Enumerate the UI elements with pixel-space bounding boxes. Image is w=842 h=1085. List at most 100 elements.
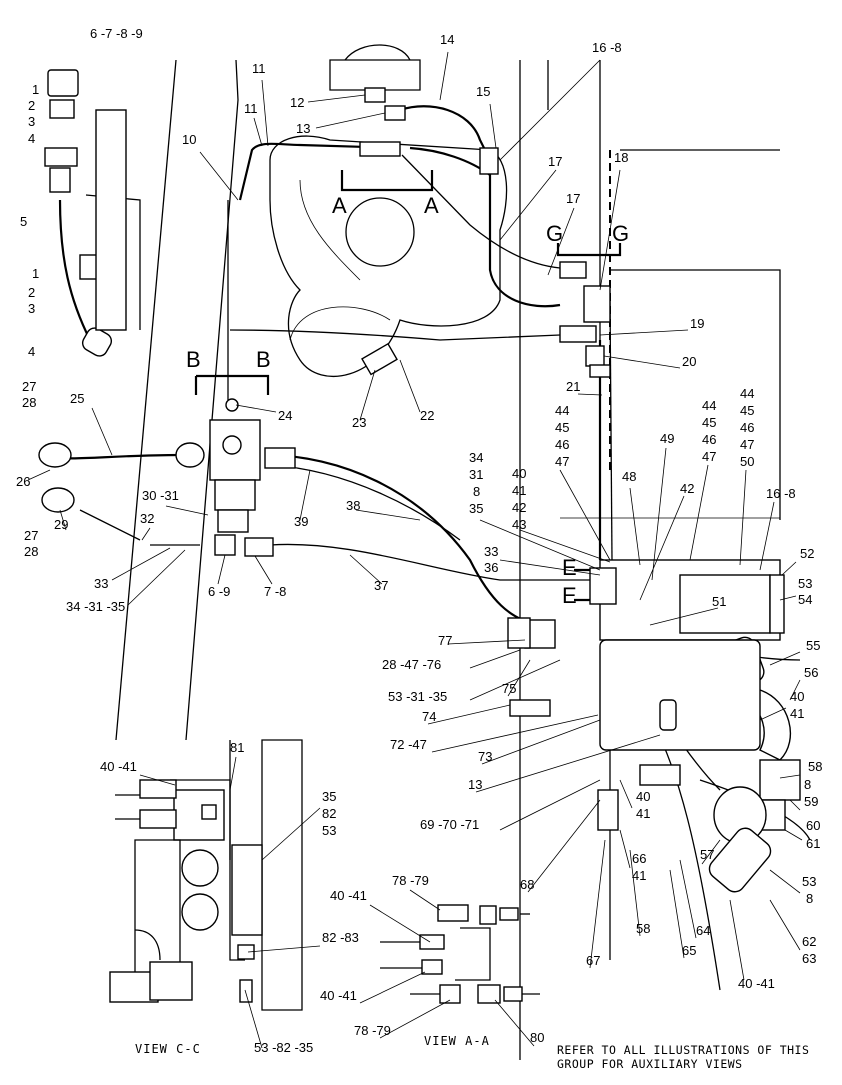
callout-c72: 53	[798, 576, 812, 591]
callout-c80: 28 -47 -76	[382, 657, 441, 672]
callout-c22: 6 -9	[208, 584, 230, 599]
callout-c109: 81	[230, 740, 244, 755]
callout-c103: 65	[682, 943, 696, 958]
callout-c49: 31	[469, 467, 483, 482]
callout-c13: 25	[70, 391, 84, 406]
callout-c4: 3	[28, 114, 35, 129]
callout-c26: 37	[374, 578, 388, 593]
callout-c93: 41	[636, 806, 650, 821]
section-mark-sB2: B	[256, 347, 271, 372]
callout-c61: 46	[702, 432, 716, 447]
callout-c1: 6 -7 -8 -9	[90, 26, 143, 41]
callout-c118: 78 -79	[354, 1023, 391, 1038]
callout-c3: 2	[28, 98, 35, 113]
view-aa-inset	[380, 904, 540, 1004]
callout-c32: 14	[440, 32, 454, 47]
callout-c101: 58	[636, 921, 650, 936]
callout-c56: 49	[660, 431, 674, 446]
callout-c91: 61	[806, 836, 820, 851]
leader-lines	[27, 51, 803, 1049]
callout-c46: 46	[555, 437, 569, 452]
hydraulic-lines	[58, 105, 811, 991]
callout-c50: 8	[473, 484, 480, 499]
callout-c113: 82 -83	[322, 930, 359, 945]
callout-c34: 16 -8	[592, 40, 622, 55]
callout-c60: 45	[702, 415, 716, 430]
callout-c14: 26	[16, 474, 30, 489]
callout-c104: 67	[586, 953, 600, 968]
callout-c99: 53	[802, 874, 816, 889]
callout-c98: 68	[520, 877, 534, 892]
callout-c19: 30 -31	[142, 488, 179, 503]
callout-c6: 5	[20, 214, 27, 229]
callout-c44: 44	[555, 403, 569, 418]
callout-c15: 27	[24, 528, 38, 543]
callout-c31: 13	[296, 121, 310, 136]
callout-c11: 27	[22, 379, 36, 394]
callout-c9: 3	[28, 301, 35, 316]
footnote-line-2: GROUP FOR AUXILIARY VIEWS	[557, 1057, 743, 1071]
callout-c87: 58	[808, 759, 822, 774]
callout-c62: 47	[702, 449, 716, 464]
callout-c74: 51	[712, 594, 726, 609]
callout-c86: 13	[468, 777, 482, 792]
callout-c82: 75	[502, 681, 516, 696]
section-mark-sE2: E	[562, 583, 577, 608]
callout-c84: 72 -47	[390, 737, 427, 752]
view-aa-label: VIEW A-A	[424, 1034, 490, 1048]
callout-c2: 1	[32, 82, 39, 97]
callout-c115: 78 -79	[392, 873, 429, 888]
callout-c64: 45	[740, 403, 754, 418]
callout-c68: 16 -8	[766, 486, 796, 501]
callout-c42: 23	[352, 415, 366, 430]
callout-c112: 53	[322, 823, 336, 838]
section-mark-sG2: G	[612, 221, 629, 246]
callout-c63: 44	[740, 386, 754, 401]
view-cc-label: VIEW C-C	[135, 1042, 201, 1056]
callout-c25: 38	[346, 498, 360, 513]
callout-c116: 40 -41	[330, 888, 367, 903]
footnote-line-1: REFER TO ALL ILLUSTRATIONS OF THIS	[557, 1043, 809, 1057]
callout-c5: 4	[28, 131, 35, 146]
callout-c55: 43	[512, 517, 526, 532]
callout-c79: 77	[438, 633, 452, 648]
callout-c110: 35	[322, 789, 336, 804]
callout-c41: 22	[420, 408, 434, 423]
callout-c83: 74	[422, 709, 436, 724]
view-cc-inset	[109, 739, 303, 1011]
callout-c94: 69 -70 -71	[420, 817, 479, 832]
section-cut-lines	[194, 150, 622, 602]
callout-c95: 66	[632, 851, 646, 866]
callout-c66: 47	[740, 437, 754, 452]
callout-c36: 17	[566, 191, 580, 206]
callout-c51: 35	[469, 501, 483, 516]
callout-c47: 47	[555, 454, 569, 469]
callout-c12: 28	[22, 395, 36, 410]
callout-c21: 34 -31 -35	[66, 599, 125, 614]
callout-c17: 29	[54, 517, 68, 532]
callout-c100: 8	[806, 891, 813, 906]
callout-c108: 40 -41	[100, 759, 137, 774]
callout-c106: 63	[802, 951, 816, 966]
callout-c8: 2	[28, 285, 35, 300]
callout-c58: 42	[680, 481, 694, 496]
callout-c73: 54	[798, 592, 812, 607]
callout-c48: 34	[469, 450, 483, 465]
callout-c85: 73	[478, 749, 492, 764]
callout-c20: 33	[94, 576, 108, 591]
callout-c92: 40	[636, 789, 650, 804]
callout-c69: 33	[484, 544, 498, 559]
callout-c88: 8	[804, 777, 811, 792]
pump-assembly	[507, 559, 801, 893]
callout-c102: 64	[696, 923, 710, 938]
callout-c105: 62	[802, 934, 816, 949]
callout-c30: 12	[290, 95, 304, 110]
callout-c23: 7 -8	[264, 584, 286, 599]
callout-c65: 46	[740, 420, 754, 435]
callout-c96: 41	[632, 868, 646, 883]
callout-c33: 15	[476, 84, 490, 99]
